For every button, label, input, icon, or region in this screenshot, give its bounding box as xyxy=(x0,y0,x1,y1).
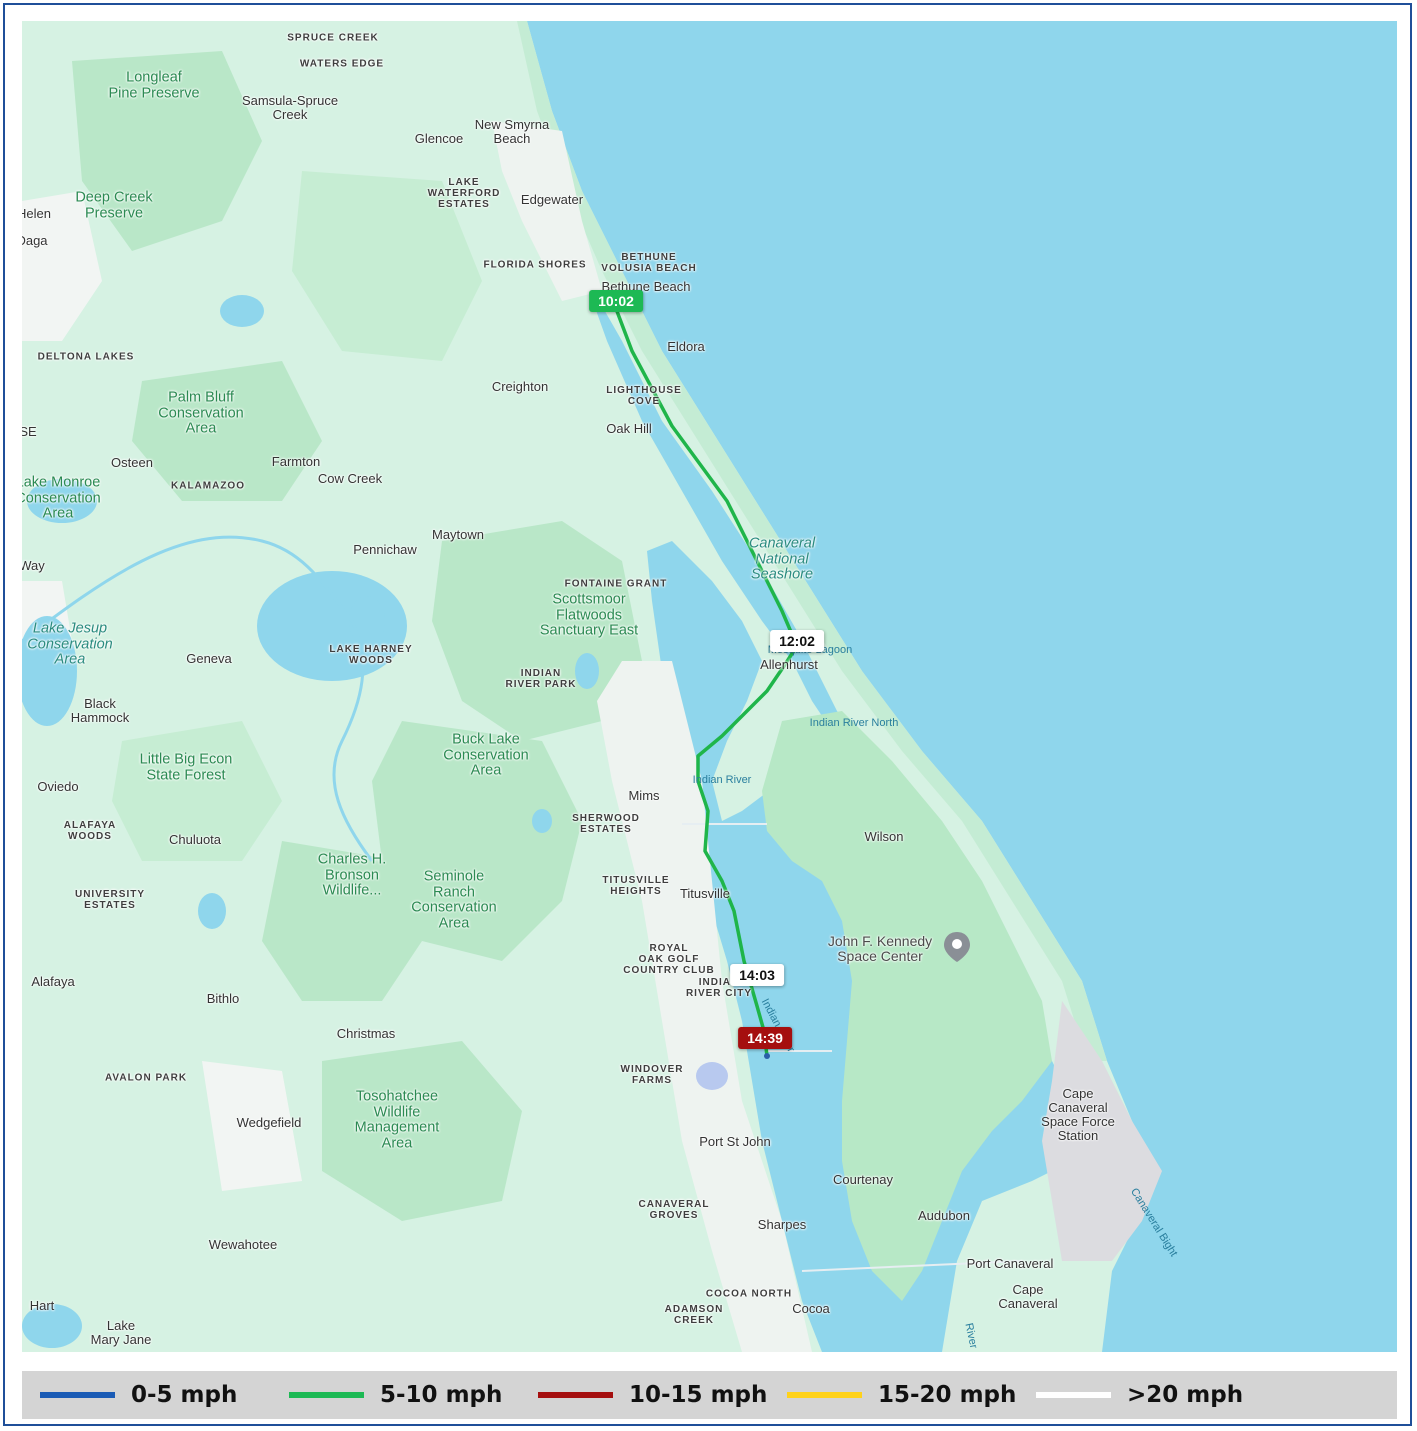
legend-label: 15-20 mph xyxy=(878,1382,1017,1408)
legend-swatch xyxy=(1036,1392,1111,1398)
forest-area xyxy=(372,721,582,961)
time-marker-2[interactable]: 14:03 xyxy=(730,964,784,986)
forest-area xyxy=(322,1041,522,1221)
lake xyxy=(22,1304,82,1348)
speed-legend: 0-5 mph 5-10 mph 10-15 mph 15-20 mph >20… xyxy=(22,1371,1397,1419)
lake xyxy=(220,295,264,327)
lake xyxy=(22,616,77,726)
forest-area xyxy=(112,721,282,861)
st-johns-river xyxy=(22,535,374,862)
legend-swatch xyxy=(538,1392,613,1398)
legend-item-5-10: 5-10 mph xyxy=(289,1371,502,1419)
lake xyxy=(696,1062,728,1090)
lake xyxy=(27,479,97,523)
lake xyxy=(349,596,385,646)
lake xyxy=(198,893,226,929)
lake xyxy=(532,809,552,833)
urban-area xyxy=(202,1061,302,1191)
forest-area xyxy=(132,361,322,501)
legend-label: 0-5 mph xyxy=(131,1382,238,1408)
route-end-dot xyxy=(764,1053,770,1059)
time-marker-1[interactable]: 12:02 xyxy=(770,630,824,652)
legend-label: 10-15 mph xyxy=(629,1382,768,1408)
legend-item-15-20: 15-20 mph xyxy=(787,1371,1016,1419)
forest-area xyxy=(292,171,482,361)
map-pin-icon[interactable] xyxy=(944,932,970,962)
urban-area xyxy=(492,121,602,301)
time-marker-end[interactable]: 14:39 xyxy=(738,1027,792,1049)
legend-swatch xyxy=(787,1392,862,1398)
legend-swatch xyxy=(289,1392,364,1398)
barrier-island xyxy=(517,21,1107,1061)
cape-canaveral-land xyxy=(1042,1001,1162,1261)
atlantic-ocean xyxy=(527,21,1397,1352)
map-base xyxy=(22,21,1397,1352)
time-marker-start[interactable]: 10:02 xyxy=(589,290,643,312)
urban-area xyxy=(597,661,812,1352)
legend-item-over-20: >20 mph xyxy=(1036,1371,1243,1419)
merritt-island xyxy=(762,711,1052,1301)
urban-area xyxy=(22,191,102,341)
lake xyxy=(575,653,599,689)
legend-swatch xyxy=(40,1392,115,1398)
forest-area xyxy=(262,841,422,1001)
route-line xyxy=(613,304,799,1058)
causeway xyxy=(801,1260,1023,1272)
forest-area xyxy=(72,51,262,251)
legend-item-10-15: 10-15 mph xyxy=(538,1371,767,1419)
legend-label: >20 mph xyxy=(1127,1382,1244,1408)
legend-item-0-5: 0-5 mph xyxy=(40,1371,237,1419)
legend-label: 5-10 mph xyxy=(380,1382,503,1408)
